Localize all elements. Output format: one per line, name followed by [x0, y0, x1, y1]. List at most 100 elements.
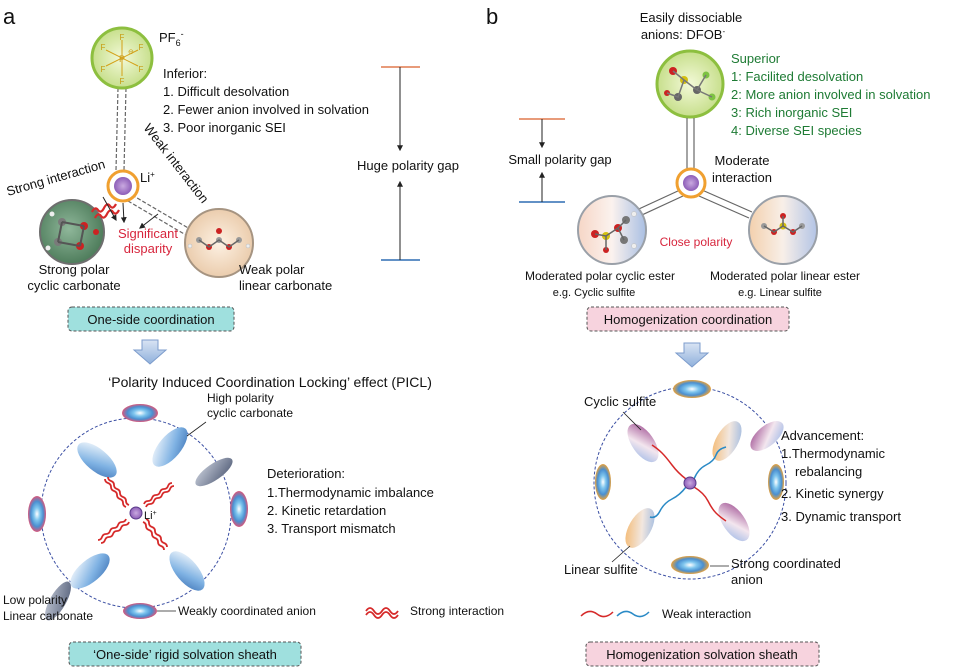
low-polarity-label: Low polarity [3, 593, 67, 607]
superior-item: 2: More anion involved in solvation [731, 87, 930, 102]
strong-coordinated-anion-label: anion [731, 572, 763, 587]
dfob-title: Easily dissociable [640, 10, 743, 25]
linear-sulfite-molecule [748, 195, 818, 265]
superior-item: 4: Diverse SEI species [731, 123, 862, 138]
strong-interaction-label: Strong interaction [5, 156, 107, 199]
strong-coordinated-anion [595, 464, 611, 500]
homogenization-sheath-box [585, 641, 820, 667]
down-arrow-icon [132, 339, 168, 365]
pf6-bond-line [115, 87, 119, 171]
moderate-bond-line [698, 195, 750, 219]
fluorine-atom: F [120, 33, 125, 42]
picl-title: ‘Polarity Induced Coordination Locking’ … [108, 374, 432, 390]
strong-interaction-legend-icon [365, 607, 399, 615]
pf6-molecule: P F F F F F F ⊖ [90, 26, 154, 90]
li-ion [129, 506, 143, 520]
fluorine-atom: F [139, 43, 144, 52]
anion-legend-icon [123, 603, 157, 619]
linear-sulfite-label: Linear sulfite [564, 562, 638, 577]
strong-coordinated-anion [768, 464, 784, 500]
inferior-item: 2. Fewer anion involved in solvation [163, 102, 369, 117]
weakly-coordinated-anion [28, 496, 46, 532]
dfob-molecule [655, 49, 725, 119]
inferior-title: Inferior: [163, 66, 207, 81]
panel-b-letter: b [486, 4, 498, 29]
superior-item: 1: Facilited desolvation [731, 69, 863, 84]
cyclic-ester-example: e.g. Cyclic sulfite [553, 287, 636, 299]
low-polarity-label: Linear carbonate [3, 609, 93, 623]
leader-line [611, 545, 631, 563]
one-side-sheath-label: ‘One-side’ rigid solvation sheath [93, 647, 277, 662]
fluorine-atom: F [120, 77, 125, 86]
huge-polarity-gap-label: Huge polarity gap [357, 158, 459, 173]
strong-interaction-legend-label: Strong interaction [410, 604, 504, 618]
weakly-coordinated-anion [122, 404, 158, 422]
linear-carbonate-ellipse [45, 457, 233, 621]
strong-interaction-wave [94, 209, 120, 219]
pf6-bond-line [123, 87, 127, 171]
linear-carbonate-label: linear carbonate [239, 278, 332, 293]
linear-ester-label: Moderated polar linear ester [710, 269, 860, 283]
moderate-interaction-label: interaction [712, 170, 772, 185]
weak-polar-linear-carbonate-molecule [184, 208, 254, 278]
strong-interaction-wave [97, 476, 175, 551]
inferior-item: 3. Poor inorganic SEI [163, 120, 286, 135]
pf6-charge-symbol: ⊖ [128, 49, 134, 56]
close-polarity-label: Close polarity [660, 235, 733, 249]
pf6-formula: PF6- [159, 29, 184, 48]
dfob-title: anions: DFOB- [641, 27, 726, 42]
homogenization-sheath-label: Homogenization solvation sheath [606, 647, 798, 662]
leader-line [622, 411, 642, 431]
cyclic-carbonate-label: Strong polar [39, 262, 110, 277]
weak-interaction-legend-label: Weak interaction [662, 607, 751, 621]
li-label: Li+ [140, 170, 155, 185]
cyclic-ester-label: Moderated polar cyclic ester [525, 269, 675, 283]
strong-interaction-wave [91, 203, 117, 213]
linear-ester-example: e.g. Linear sulfite [738, 287, 822, 299]
weak-bond-line [131, 194, 196, 233]
weak-interaction-legend-icon [616, 610, 650, 618]
inferior-item: 1. Difficult desolvation [163, 84, 289, 99]
one-side-coordination-label: One-side coordination [87, 312, 214, 327]
advancement-item: 3. Dynamic transport [781, 509, 901, 524]
deterioration-title: Deterioration: [267, 466, 345, 481]
pf6-center-atom: P [119, 54, 125, 64]
li-label: Li+ [144, 510, 157, 522]
strong-coordinated-anion [673, 380, 711, 398]
moderate-bond-line [701, 189, 753, 213]
cyclic-sulfite-molecule [577, 195, 647, 265]
deterioration-item: 3. Transport mismatch [267, 521, 396, 536]
li-ion [683, 476, 697, 490]
disparity-arrow [139, 213, 159, 229]
significant-disparity-label: Significant [118, 226, 178, 241]
deterioration-item: 1.Thermodynamic imbalance [267, 485, 434, 500]
advancement-item: 2. Kinetic synergy [781, 486, 884, 501]
strong-interaction-legend-icon [365, 611, 399, 619]
fluorine-atom: F [139, 65, 144, 74]
disparity-arrow [102, 196, 117, 222]
high-polarity-label: cyclic carbonate [207, 406, 293, 420]
weakly-coordinated-anion-label: Weakly coordinated anion [178, 604, 316, 618]
cyclic-sulfite-ellipse [627, 421, 784, 542]
strong-coordinated-anion-label: Strong coordinated [731, 556, 841, 571]
advancement-item: 1.Thermodynamic [781, 446, 886, 461]
fluorine-atom: F [101, 43, 106, 52]
homogenization-coordination-label: Homogenization coordination [604, 312, 772, 327]
down-arrow-icon [674, 342, 710, 368]
weakly-coordinated-anion [230, 491, 248, 527]
weak-bond-line [127, 200, 192, 239]
superior-title: Superior [731, 51, 781, 66]
advancement-item: rebalancing [795, 464, 862, 479]
advancement-title: Advancement: [781, 428, 864, 443]
homogenization-coordination-box [586, 306, 790, 332]
disparity-arrow [120, 202, 127, 224]
weak-interaction-wave [649, 444, 727, 522]
li-ion [675, 167, 707, 199]
cyclic-sulfite-label: Cyclic sulfite [584, 394, 656, 409]
one-side-sheath-box [68, 641, 302, 667]
panel-a-letter: a [3, 4, 16, 29]
strong-coordinated-anion [671, 556, 709, 574]
weak-interaction-legend-icon [580, 610, 614, 618]
moderate-interaction-label: Moderate [715, 153, 770, 168]
